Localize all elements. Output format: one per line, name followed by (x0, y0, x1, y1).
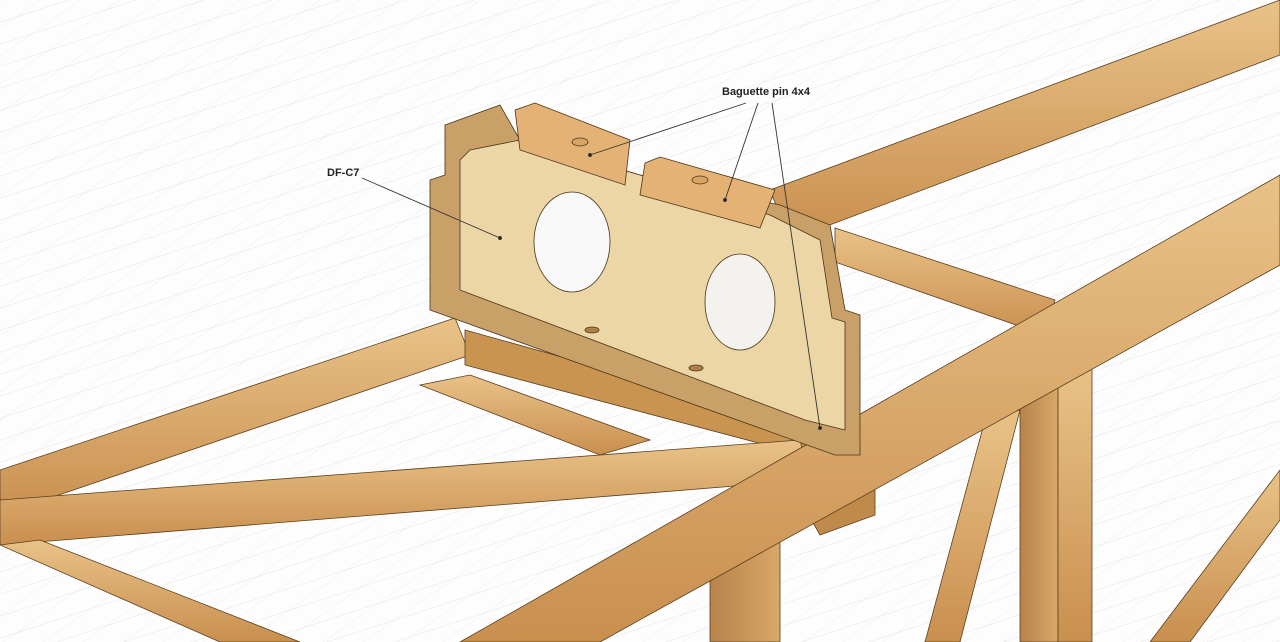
post-right-1 (1019, 374, 1059, 642)
leader-lines (361, 102, 822, 430)
label-df-c7: DF-C7 (327, 167, 360, 179)
post-right-2 (1057, 367, 1093, 642)
screw-hole-1 (584, 326, 600, 334)
plate-df-c7 (429, 102, 861, 456)
hole-left (533, 191, 611, 293)
leader-pin-3-dot (818, 426, 822, 430)
leader-pin-2-dot (723, 198, 727, 202)
screw-hole-2 (688, 364, 704, 372)
beam-under-diag (418, 374, 652, 456)
leader-pin-1-dot (588, 153, 592, 157)
leader-pin-3 (771, 102, 821, 429)
leader-plate (361, 177, 501, 239)
leader-pin-2 (724, 102, 759, 201)
leader-pin-1 (589, 102, 747, 156)
leader-plate-dot (498, 236, 502, 240)
pin-block-2 (639, 156, 776, 229)
pin-hole-1 (571, 137, 589, 147)
hole-right (704, 253, 776, 351)
beam-lower-left (0, 539, 301, 642)
brace-far-right (1149, 469, 1280, 642)
label-baguette-pin: Baguette pin 4x4 (722, 86, 811, 98)
pin-hole-2 (691, 175, 709, 185)
beam-front-main (459, 174, 1280, 642)
